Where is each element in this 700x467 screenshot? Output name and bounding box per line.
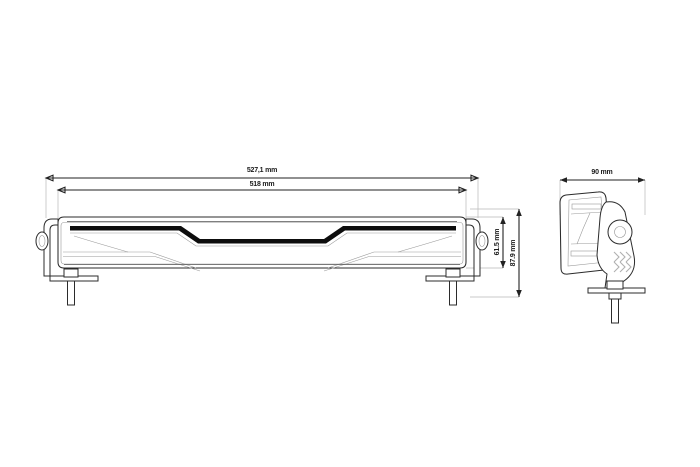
bracket-arm-right: [465, 218, 481, 277]
dimension-label-housing-height: 61.5 mm: [494, 229, 501, 256]
reflector-edge-left-2: [63, 256, 201, 272]
reflector-edge-left: [63, 251, 197, 269]
pivot-knob-right: [475, 231, 489, 251]
pivot-knob-left: [35, 231, 49, 251]
mounting-stud-left: [67, 280, 75, 306]
reflector-edge-right-2: [323, 256, 461, 272]
arrow-right-icon: [470, 174, 480, 182]
dimension-housing-length: 518 mm: [56, 181, 468, 194]
bolt-head-left: [63, 268, 79, 278]
optic-curve-left: [73, 235, 129, 253]
side-pivot-hole: [614, 226, 626, 238]
band-highlight-line: [70, 232, 456, 247]
mounting-stud-right: [449, 280, 457, 306]
dimension-label-depth: 90 mm: [591, 169, 612, 176]
mounting-bracket-right: [425, 218, 489, 306]
mounting-bracket-left: [35, 218, 99, 306]
reflector-edge-right: [327, 251, 461, 269]
knurl-texture-icon: [613, 251, 632, 273]
arrow-left-icon: [56, 186, 66, 194]
side-view: [559, 191, 646, 324]
side-mounting-stud: [611, 298, 619, 324]
arrow-left-icon: [560, 177, 567, 183]
side-lens-band-top: [571, 203, 602, 210]
arrow-left-icon: [44, 174, 54, 182]
lens-inner-frame: [60, 222, 464, 265]
optic-curve-right: [397, 235, 453, 253]
bolt-head-right: [445, 268, 461, 278]
led-accent-band: [70, 226, 456, 244]
dimension-depth: 90 mm: [560, 169, 645, 183]
arrow-down-icon: [516, 290, 522, 297]
bracket-arm-left: [43, 218, 59, 277]
side-bolt-head: [606, 280, 624, 290]
front-view: [57, 216, 467, 272]
dimension-label-overall-height: 87.9 mm: [510, 240, 517, 267]
arrow-down-icon: [500, 261, 506, 268]
dimension-label-housing-length: 518 mm: [250, 181, 275, 188]
side-bracket-arm: [596, 201, 635, 289]
dimension-label-overall-length: 527,1 mm: [247, 167, 277, 174]
extension-lines-front: [45, 178, 519, 298]
dimension-housing-height: 61.5 mm: [494, 217, 506, 268]
side-bracket-base: [587, 287, 646, 294]
arrow-up-icon: [500, 217, 506, 224]
arrow-right-icon: [638, 177, 645, 183]
dimension-overall-height: 87.9 mm: [510, 209, 522, 297]
pivot-knob-inner-right: [478, 235, 486, 247]
arrow-up-icon: [516, 209, 522, 216]
side-washer: [608, 292, 622, 300]
side-optic-curve: [576, 212, 591, 245]
side-pivot-boss: [607, 219, 633, 245]
arrow-right-icon: [458, 186, 468, 194]
pivot-knob-inner-left: [38, 235, 46, 247]
dimension-overall-length: 527,1 mm: [44, 167, 480, 182]
